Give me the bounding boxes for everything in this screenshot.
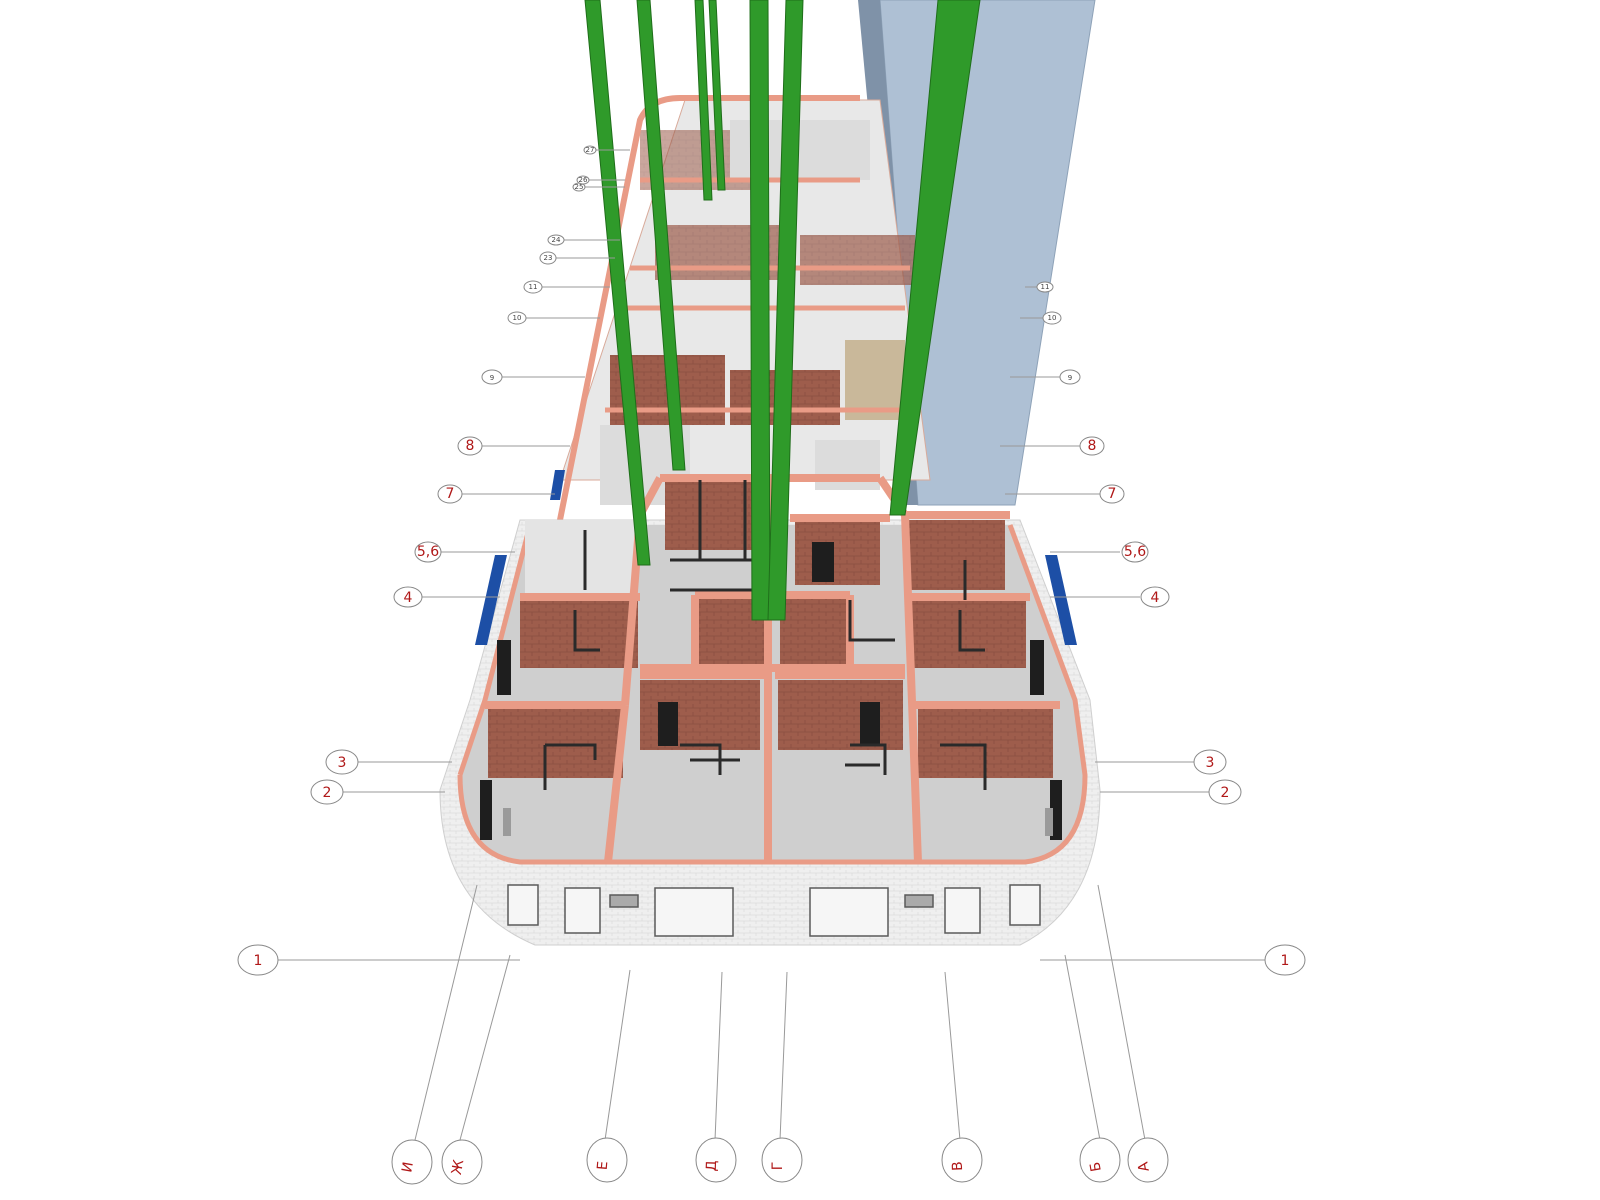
- outer-wall-cap: [457, 524, 1088, 865]
- radiators: [503, 808, 1053, 836]
- axis-label-left-11: 11: [529, 283, 538, 291]
- axis-label-left-9: 9: [490, 374, 494, 382]
- axis-label-col-V: В: [950, 1161, 966, 1171]
- heating-pipes: [543, 480, 987, 790]
- axis-bubble-left-26: [576, 175, 590, 185]
- axis-label-right-11: 11: [1041, 283, 1050, 291]
- axis-label-left-2: 2: [323, 785, 332, 801]
- axis-bubble-left-4: [393, 586, 423, 608]
- axis-bubble-right-10: [1042, 311, 1062, 325]
- axis-label-left-4: 4: [404, 590, 413, 606]
- axis-label-right-8: 8: [1088, 438, 1097, 454]
- axis-label-col-A: А: [1135, 1160, 1152, 1173]
- axis-label-left-3: 3: [338, 755, 347, 771]
- axis-label-col-G: Г: [770, 1162, 786, 1171]
- axis-label-left-25: 25: [575, 183, 584, 191]
- axis-label-right-2: 2: [1221, 785, 1230, 801]
- axis-label-left-8: 8: [466, 438, 475, 454]
- axis-bubble-left-11: [523, 280, 543, 294]
- axis-bubble-right-8: [1079, 436, 1105, 456]
- axis-label-right-1: 1: [1281, 953, 1290, 969]
- axis-bubble-col-D: [695, 1137, 737, 1183]
- axis-bubble-col-V: [941, 1137, 983, 1183]
- axis-label-right-3: 3: [1206, 755, 1215, 771]
- axis-bubble-left-3: [325, 749, 359, 775]
- axis-bubble-left-7: [437, 484, 463, 504]
- axis-bubble-right-4: [1140, 586, 1170, 608]
- row-axis-leaders-right: [1000, 286, 1270, 961]
- axis-label-left-10: 10: [513, 314, 522, 322]
- axis-bubble-left-2: [310, 779, 344, 805]
- row-axis-bubbles-right: [1036, 281, 1306, 976]
- axis-bubble-left-24: [547, 234, 565, 246]
- axis-bubble-col-Zh: [441, 1139, 483, 1185]
- upper-cross-walls: [605, 177, 910, 413]
- axis-label-left-5-6: 5,6: [417, 544, 439, 560]
- axis-bubble-right-3: [1193, 749, 1227, 775]
- axis-label-col-B: Б: [1087, 1161, 1104, 1173]
- axis-bubble-left-8: [457, 436, 483, 456]
- axis-label-col-Zh: Ж: [449, 1158, 467, 1176]
- axis-label-left-27: 27: [586, 146, 595, 154]
- axis-bubble-right-1: [1264, 944, 1306, 976]
- axis-bubble-right-11: [1036, 281, 1054, 293]
- doors: [480, 542, 1062, 840]
- axis-label-right-7: 7: [1108, 486, 1117, 502]
- facade-windows: [507, 884, 1041, 937]
- axis-label-left-7: 7: [446, 486, 455, 502]
- axis-label-col-I: И: [399, 1161, 417, 1174]
- axis-label-left-26: 26: [579, 176, 588, 184]
- axis-label-col-D: Д: [704, 1160, 720, 1172]
- axis-bubble-left-27: [583, 145, 597, 155]
- axis-bubble-right-5-6: [1121, 541, 1149, 563]
- green-risers: [584, 0, 981, 621]
- axis-bubble-left-1: [237, 944, 279, 976]
- row-axis-leaders-left: [270, 149, 630, 961]
- axis-bubble-right-9: [1059, 369, 1081, 385]
- axis-label-right-10: 10: [1048, 314, 1057, 322]
- axis-bubble-left-5-6: [414, 541, 442, 563]
- axis-label-left-1: 1: [254, 953, 263, 969]
- axis-bubble-left-23: [539, 251, 557, 265]
- side-windows: [475, 470, 1077, 645]
- axis-label-right-9: 9: [1068, 374, 1072, 382]
- axis-bubble-left-10: [507, 311, 527, 325]
- axis-bubble-col-E: [586, 1137, 628, 1183]
- axis-bubble-right-7: [1099, 484, 1125, 504]
- column-axis-leaders: [414, 884, 1146, 1141]
- row-axis-bubbles-left: [237, 145, 597, 976]
- axis-label-left-23: 23: [544, 254, 553, 262]
- axis-label-right-4: 4: [1151, 590, 1160, 606]
- axis-label-right-5-6: 5,6: [1124, 544, 1146, 560]
- axis-bubble-left-9: [481, 369, 503, 385]
- axis-bubble-col-G: [761, 1137, 803, 1183]
- axis-bubble-col-B: [1079, 1137, 1121, 1183]
- axis-bubble-col-I: [391, 1139, 433, 1185]
- axis-bubble-right-2: [1208, 779, 1242, 805]
- axis-label-left-24: 24: [552, 236, 561, 244]
- column-axis-bubbles: [391, 1137, 1169, 1185]
- axis-bubble-col-A: [1127, 1137, 1169, 1183]
- axis-label-col-E: Е: [595, 1161, 612, 1171]
